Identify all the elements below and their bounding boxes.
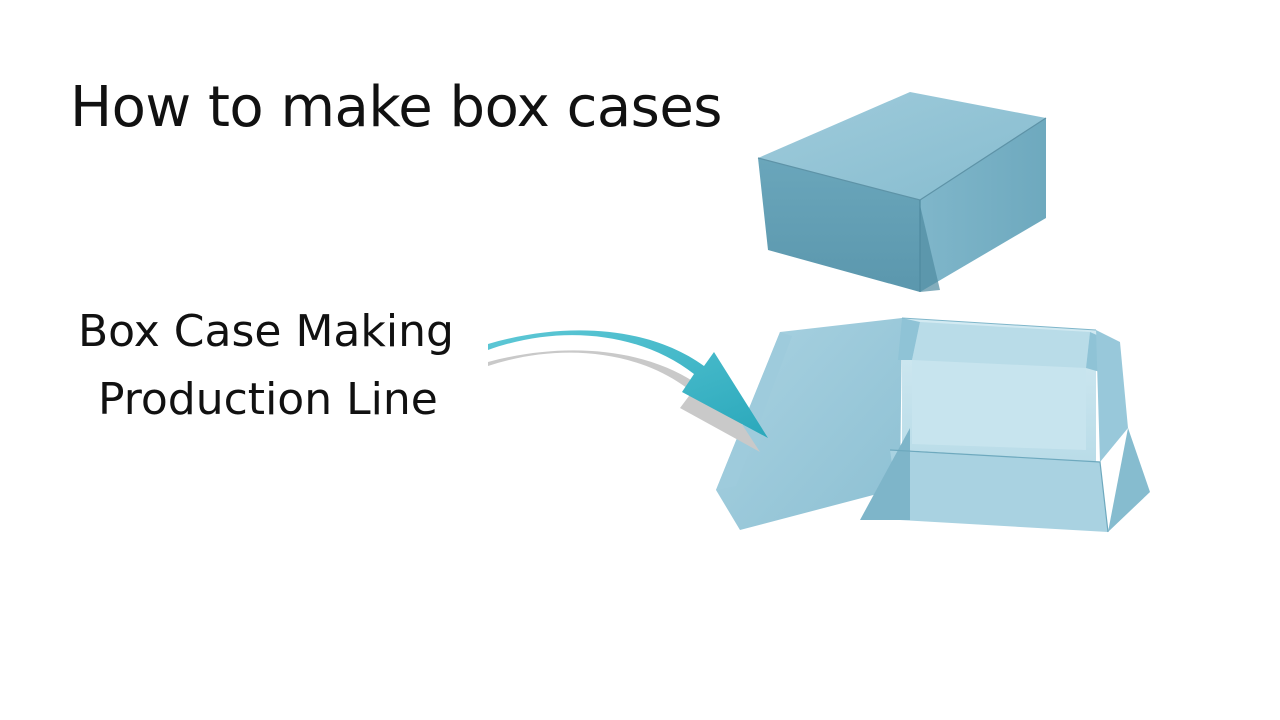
curved-arrow-icon [488,330,768,452]
closed-box-photo [757,92,1047,292]
caption-line-1: Box Case Making [78,306,454,357]
slide-title: How to make box cases [70,75,722,140]
open-folding-box-photo [716,317,1150,533]
caption: Box Case Making Production Line [78,298,454,434]
caption-line-2: Production Line [98,374,438,425]
